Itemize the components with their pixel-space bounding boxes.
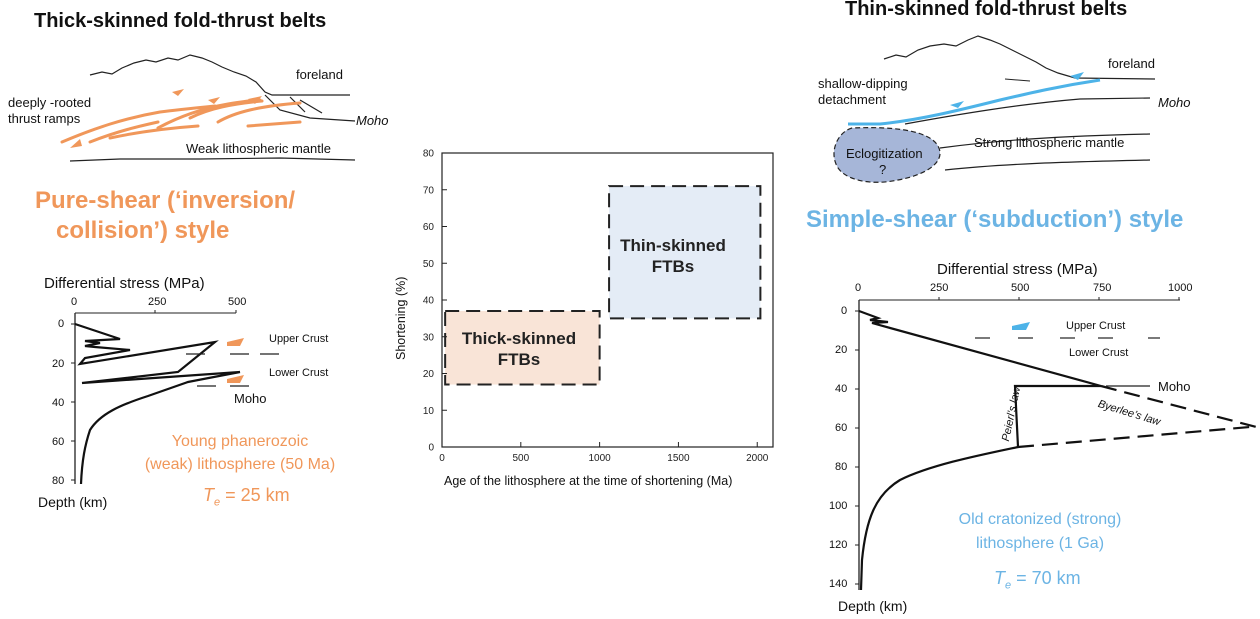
- right-moho-label: Moho: [1158, 95, 1191, 110]
- left-depth-tick: 60: [52, 436, 65, 448]
- x-tick-label: 1500: [667, 453, 690, 464]
- right-elastic-thickness: Te = 70 km: [994, 568, 1081, 592]
- left-lithosphere-note-1: Young phanerozoic: [171, 433, 309, 450]
- y-tick-label: 0: [428, 443, 434, 454]
- left-depth-tick: 0: [58, 318, 65, 330]
- right-depth-tick: 60: [835, 422, 848, 434]
- y-tick-label: 40: [423, 296, 435, 307]
- right-foreland-label: foreland: [1108, 56, 1155, 71]
- left-stress-tick: 250: [148, 296, 167, 308]
- right-stress-tick: 1000: [1168, 282, 1193, 294]
- right-depth-label: Depth (km): [838, 598, 908, 614]
- right-panel-title: Thin-skinned fold-thrust belts: [845, 0, 1128, 20]
- right-stress-tick: 0: [855, 282, 862, 294]
- left-elastic-thickness: Te = 25 km: [203, 485, 290, 509]
- left-ramps-label-1: deeply -rooted: [8, 95, 92, 110]
- thick-box-label-1: Thick-skinned: [461, 329, 577, 348]
- left-moho-label: Moho: [356, 113, 389, 128]
- right-mantle-label: Strong lithospheric mantle: [974, 135, 1125, 150]
- right-te-sub: e: [1005, 579, 1012, 592]
- y-tick-label: 60: [423, 222, 435, 233]
- y-tick-label: 50: [423, 259, 435, 270]
- right-stress-tick: 750: [1093, 282, 1112, 294]
- left-depth-tick: 20: [52, 358, 65, 370]
- thin-box-label-2: FTBs: [651, 257, 695, 276]
- x-tick-label: 2000: [746, 453, 769, 464]
- left-style-line1: Pure-shear (‘inversion/: [35, 187, 296, 214]
- left-stress-axis-title: Differential stress (MPa): [44, 275, 205, 292]
- right-lithosphere-note-2: lithosphere (1 Ga): [975, 535, 1105, 552]
- x-tick-label: 500: [512, 453, 529, 464]
- right-depth-tick: 20: [835, 344, 848, 356]
- left-te-value: = 25 km: [220, 485, 290, 505]
- left-strength-curve: [74, 322, 241, 485]
- left-stress-tick: 0: [71, 296, 78, 308]
- thick-skinned-box: [444, 310, 601, 386]
- right-detachment-label-2: detachment: [818, 92, 886, 107]
- left-mantle-label: Weak lithospheric mantle: [186, 141, 331, 156]
- eclogite-body: [833, 127, 941, 183]
- left-stress-tick: 500: [228, 296, 247, 308]
- right-strength-curve: [858, 309, 1102, 591]
- y-tick-label: 80: [423, 149, 435, 160]
- right-topography: [883, 35, 1156, 80]
- right-te-symbol: T: [994, 568, 1005, 588]
- thin-skinned-box: [608, 185, 762, 320]
- right-depth-tick: 40: [835, 383, 848, 395]
- right-lower-crust-label: Lower Crust: [1069, 347, 1129, 359]
- right-upper-crust-label: Upper Crust: [1066, 320, 1126, 332]
- right-depth-tick: 0: [841, 305, 848, 317]
- left-lower-crust-label: Lower Crust: [269, 367, 329, 379]
- left-ramps-label-2: thrust ramps: [8, 111, 81, 126]
- thin-box-label-1: Thin-skinned: [620, 236, 726, 255]
- right-depth-tick: 120: [829, 539, 848, 551]
- left-panel-title: Thick-skinned fold-thrust belts: [34, 10, 327, 32]
- y-tick-label: 70: [423, 185, 435, 196]
- right-lithosphere-note-1: Old cratonized (strong): [958, 511, 1122, 528]
- right-stress-tick: 500: [1011, 282, 1030, 294]
- left-thrust-arrows: [70, 89, 262, 148]
- left-depth-tick: 80: [52, 475, 65, 487]
- left-upper-crust-label: Upper Crust: [269, 333, 329, 345]
- eclogite-label-1: Eclogitization: [846, 146, 923, 161]
- right-detachment: [848, 78, 1101, 126]
- right-stress-axis-title: Differential stress (MPa): [937, 261, 1098, 278]
- left-moho-profile-label: Moho: [234, 391, 267, 406]
- thick-box-label-2: FTBs: [497, 350, 541, 369]
- right-style-label: Simple-shear (‘subduction’) style: [806, 206, 1184, 233]
- right-stress-tick: 250: [930, 282, 949, 294]
- right-te-value: = 70 km: [1011, 568, 1081, 588]
- right-depth-tick: 100: [829, 500, 848, 512]
- right-moho-profile-label: Moho: [1158, 379, 1191, 394]
- right-depth-tick: 80: [835, 461, 848, 473]
- left-depth-label: Depth (km): [38, 494, 108, 510]
- left-thrust-ramps: [60, 98, 302, 144]
- y-tick-label: 20: [423, 369, 435, 380]
- left-te-sub: e: [214, 496, 221, 509]
- right-depth-tick: 140: [829, 578, 848, 590]
- center-chart-xlabel: Age of the lithosphere at the time of sh…: [444, 474, 733, 488]
- eclogite-label-2: ?: [879, 162, 887, 177]
- y-tick-label: 30: [423, 332, 435, 343]
- x-tick-label: 0: [439, 453, 445, 464]
- left-foreland-label: foreland: [296, 67, 343, 82]
- left-te-symbol: T: [203, 485, 214, 505]
- right-detachment-label-1: shallow-dipping: [818, 76, 908, 91]
- left-style-line2: collision’) style: [56, 217, 230, 244]
- x-tick-label: 1000: [588, 453, 611, 464]
- y-tick-label: 10: [423, 406, 435, 417]
- left-depth-tick: 40: [52, 397, 65, 409]
- left-lithosphere-note-2: (weak) lithosphere (50 Ma): [144, 456, 336, 473]
- left-topography: [89, 54, 350, 96]
